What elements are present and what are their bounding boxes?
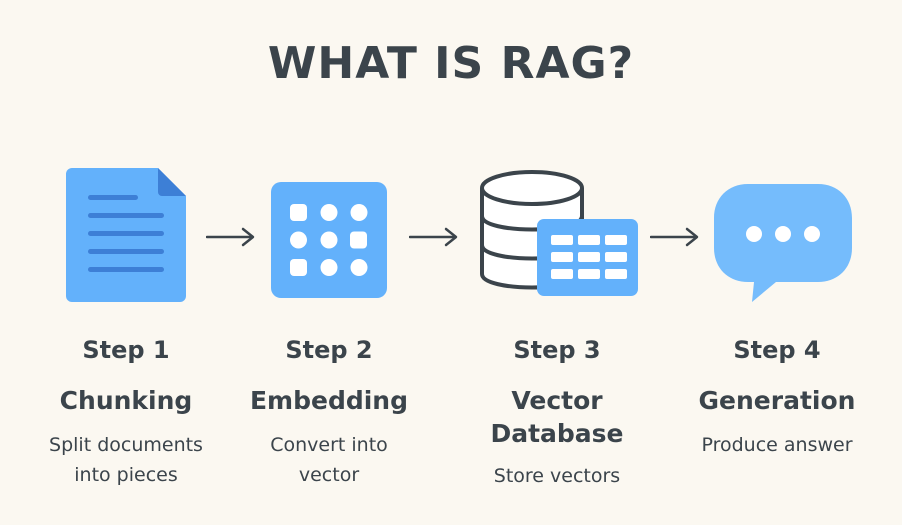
step-4-description: Produce answer <box>677 430 877 460</box>
step-4-desc-line-1: Produce answer <box>701 434 853 456</box>
embedding-grid-icon <box>271 182 387 298</box>
step-3-desc-line-1: Store vectors <box>493 465 621 487</box>
step-1-name: Chunking <box>59 386 193 415</box>
step-1-number: Step 1 <box>82 336 170 364</box>
step-3-name-line-2: Database <box>490 419 624 448</box>
arrow-right-icon <box>206 227 255 247</box>
database-icon <box>480 170 638 296</box>
arrow-right-icon <box>650 227 699 247</box>
arrow-right-icon <box>409 227 458 247</box>
step-4-name: Generation <box>698 386 856 415</box>
step-1-desc-line-2: into pieces <box>74 464 178 486</box>
step-2-description: Convert into vector <box>229 430 429 490</box>
step-3-name: Vector Database <box>457 384 657 450</box>
step-2-desc-line-1: Convert into <box>270 434 388 456</box>
step-3-description: Store vectors <box>457 461 657 491</box>
step-1-desc-line-1: Split documents <box>49 434 203 456</box>
step-3-name-line-1: Vector <box>511 386 603 415</box>
step-2-number: Step 2 <box>285 336 373 364</box>
chat-bubble-icon <box>714 184 852 302</box>
step-4-number: Step 4 <box>733 336 821 364</box>
step-2-desc-line-2: vector <box>298 464 360 486</box>
page-title: WHAT IS RAG? <box>267 38 635 89</box>
step-3-number: Step 3 <box>513 336 601 364</box>
step-2-name: Embedding <box>249 386 409 415</box>
document-icon <box>66 168 186 302</box>
step-1-description: Split documents into pieces <box>26 430 226 490</box>
